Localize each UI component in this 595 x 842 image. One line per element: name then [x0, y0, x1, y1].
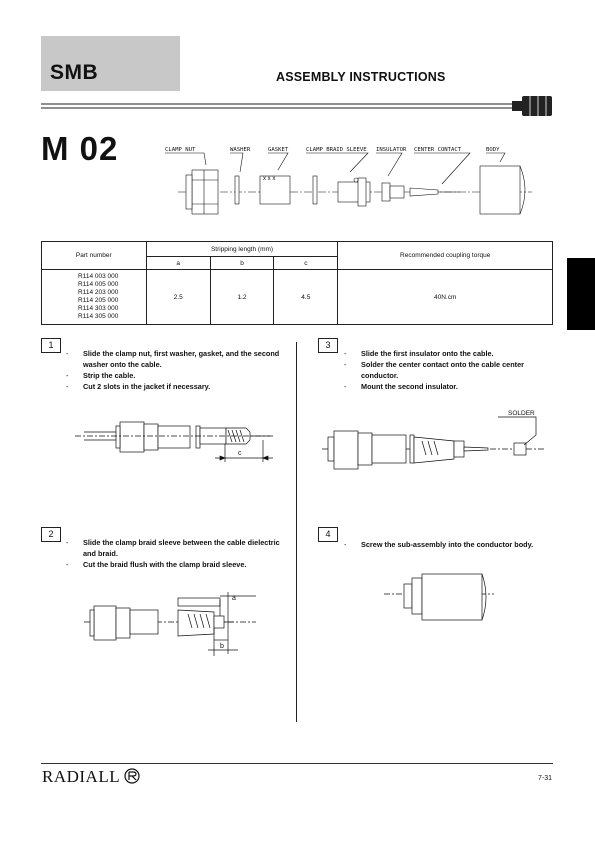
- page-title: ASSEMBLY INSTRUCTIONS: [276, 70, 446, 84]
- step-1-line: Cut 2 slots in the jacket if necessary.: [66, 381, 286, 392]
- section-tab: [567, 258, 595, 330]
- step-1-diagram: c: [75, 421, 275, 462]
- header-coupling-torque: Recommended coupling torque: [337, 241, 553, 270]
- step-3-line: Solder the center contact onto the cable…: [344, 359, 554, 381]
- column-divider: [296, 342, 297, 722]
- step-3-number: 3: [318, 338, 338, 353]
- spec-table: Part number Stripping length (mm) Recomm…: [41, 241, 553, 325]
- value-a: 2.5: [145, 269, 211, 325]
- header-a: a: [145, 256, 211, 270]
- step-1-line: Strip the cable.: [66, 370, 286, 381]
- exploded-view-diagram: CLAMP NUT WASHER GASKET CLAMP BRAID SLEE…: [165, 147, 532, 215]
- model-number: M 02: [41, 130, 119, 167]
- step-3-diagram: SOLDER: [322, 410, 546, 470]
- label-clamp-braid-sleeve: CLAMP BRAID SLEEVE: [306, 147, 367, 153]
- step-4-line: Screw the sub-assembly into the conducto…: [344, 539, 559, 550]
- part-number: R114 305 000: [78, 313, 119, 320]
- dim-label-a: a: [232, 595, 236, 602]
- step-4-instructions: Screw the sub-assembly into the conducto…: [344, 539, 559, 550]
- dim-label-c: c: [238, 450, 242, 457]
- brand-emblem-icon: [124, 768, 140, 784]
- step-1-line: Slide the clamp nut, first washer, gaske…: [66, 348, 286, 370]
- label-gasket: GASKET: [268, 147, 289, 153]
- header-part-number: Part number: [41, 241, 147, 270]
- step-3-line: Slide the first insulator onto the cable…: [344, 348, 554, 359]
- header-b: b: [209, 256, 275, 270]
- step-2-line: Cut the braid flush with the clamp braid…: [66, 559, 286, 570]
- label-washer: WASHER: [230, 147, 251, 153]
- dim-label-b: b: [220, 643, 224, 650]
- label-center-contact: CENTER CONTACT: [414, 147, 462, 153]
- part-number-list: R114 003 000 R114 005 000 R114 203 000 R…: [41, 269, 147, 325]
- value-torque: 40N.cm: [337, 269, 553, 325]
- step-2-diagram: a b: [84, 592, 256, 656]
- step-4-diagram: [384, 573, 494, 621]
- part-number: R114 203 000: [78, 289, 119, 296]
- brand-name: RADIALL: [42, 767, 120, 786]
- header-c: c: [273, 256, 339, 270]
- value-b: 1.2: [209, 269, 275, 325]
- label-body: BODY: [486, 147, 500, 153]
- callout-solder: SOLDER: [508, 410, 535, 417]
- step-3-instructions: Slide the first insulator onto the cable…: [344, 348, 554, 392]
- step-1-instructions: Slide the clamp nut, first washer, gaske…: [66, 348, 286, 392]
- step-3-line: Mount the second insulator.: [344, 381, 554, 392]
- label-insulator: INSULATOR: [376, 147, 407, 153]
- brand-logo: RADIALL: [42, 767, 140, 787]
- part-number: R114 205 000: [78, 297, 119, 304]
- part-number: R114 005 000: [78, 281, 119, 288]
- series-label-box: [41, 36, 180, 91]
- step-2-instructions: Slide the clamp braid sleeve between the…: [66, 537, 286, 570]
- part-number: R114 303 000: [78, 305, 119, 312]
- label-clamp-nut: CLAMP NUT: [165, 147, 196, 153]
- part-number: R114 003 000: [78, 273, 119, 280]
- connector-icon: [512, 96, 552, 116]
- step-4-number: 4: [318, 527, 338, 542]
- header-stripping-length: Stripping length (mm): [145, 241, 339, 257]
- series-label: SMB: [50, 61, 99, 84]
- footer-rule: [41, 763, 553, 764]
- value-c: 4.5: [273, 269, 339, 325]
- step-2-number: 2: [41, 527, 61, 542]
- step-1-number: 1: [41, 338, 61, 353]
- step-2-line: Slide the clamp braid sleeve between the…: [66, 537, 286, 559]
- svg-text:x x x: x x x: [263, 176, 275, 182]
- page-number: 7-31: [538, 775, 553, 782]
- header-rule: [41, 96, 552, 116]
